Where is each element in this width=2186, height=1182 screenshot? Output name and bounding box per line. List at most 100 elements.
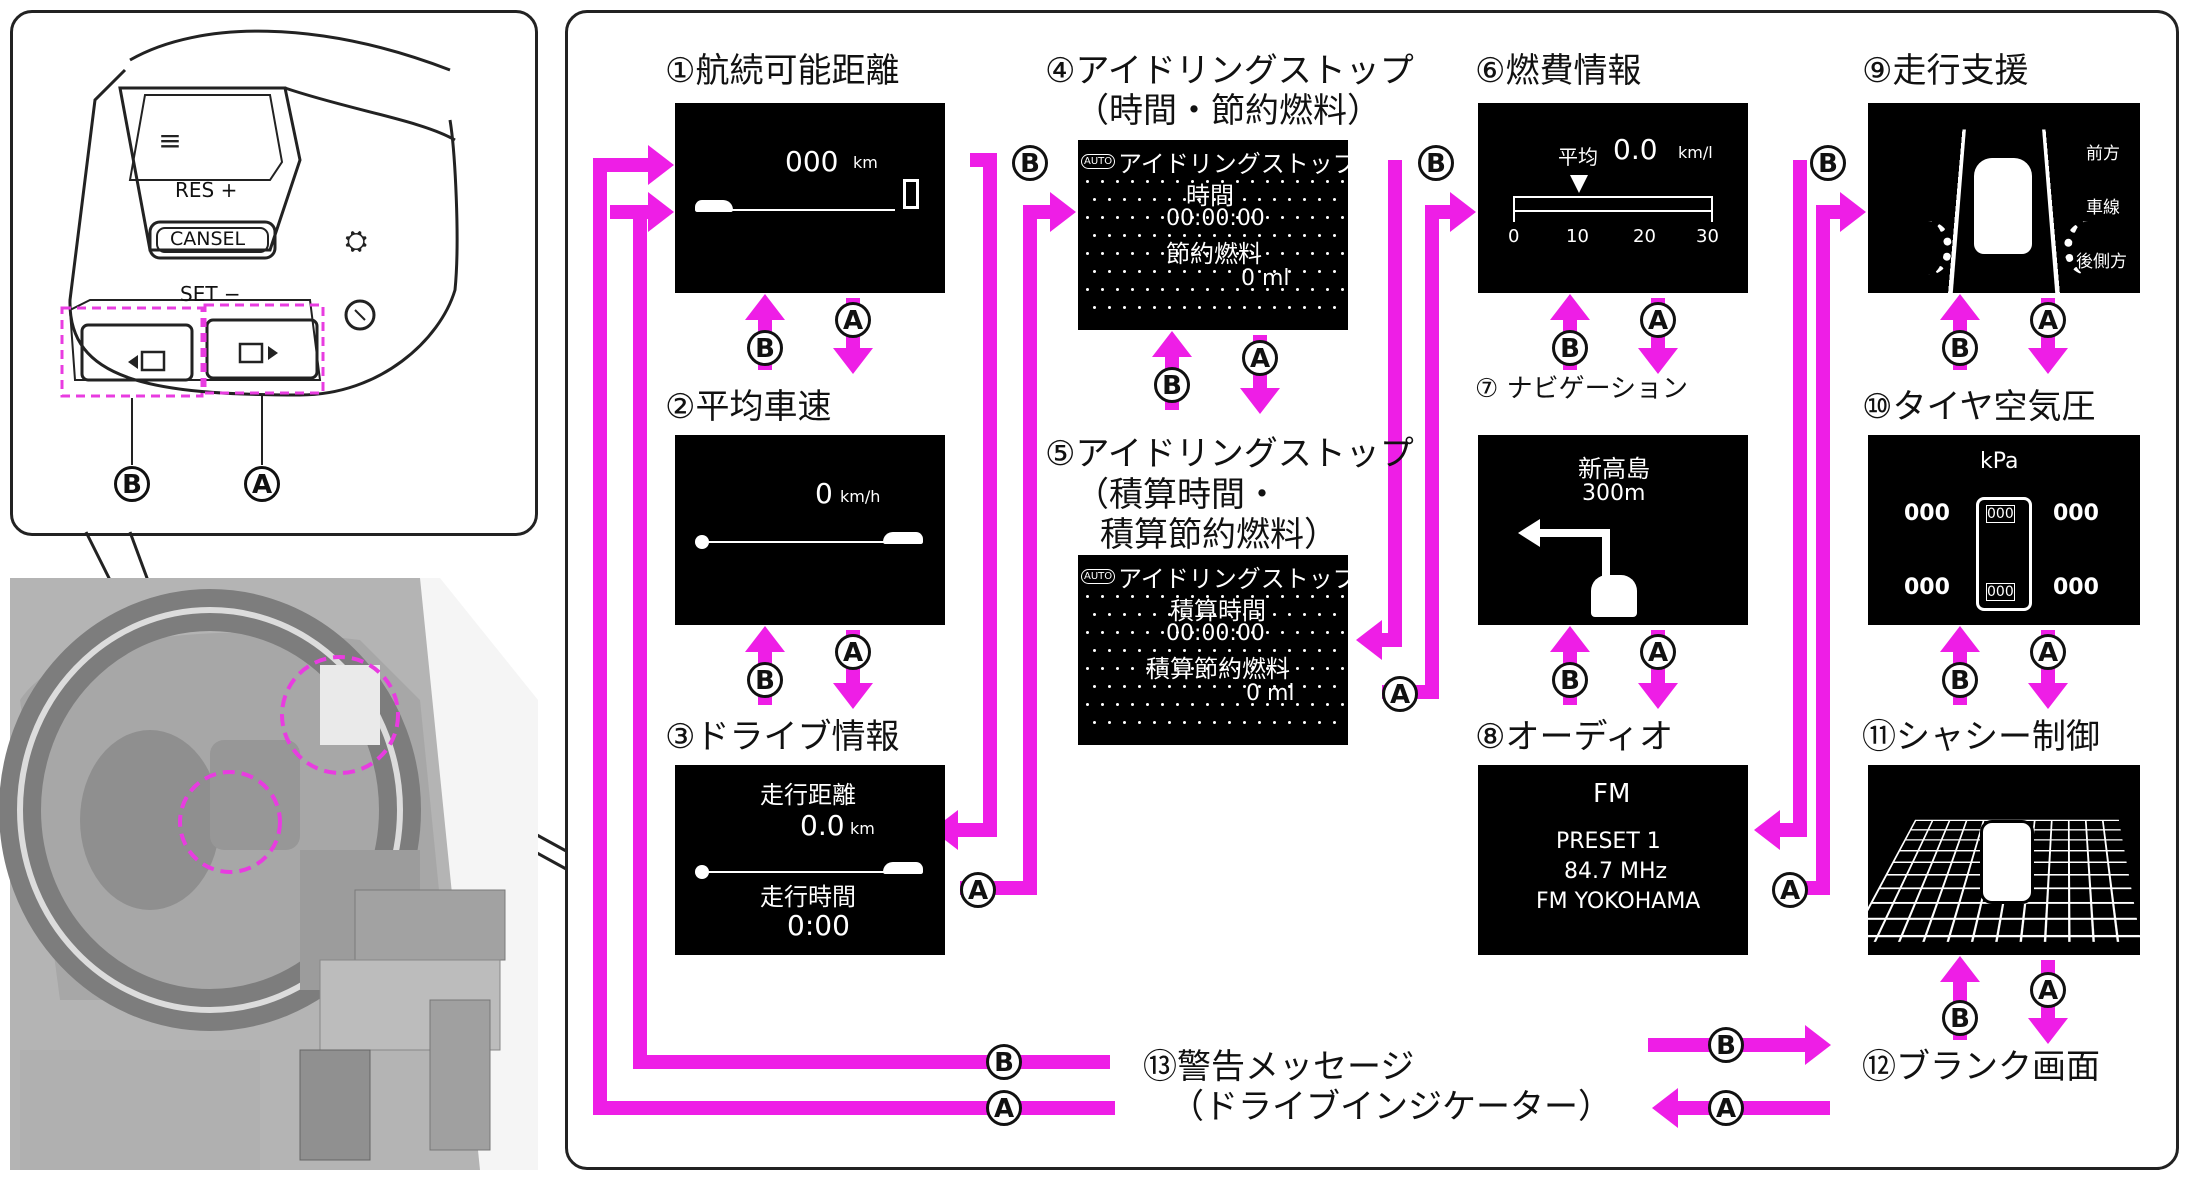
fuel-bar [1513, 196, 1713, 212]
pair-7-8-b-head [1550, 626, 1590, 652]
nav-distance: 300m [1582, 481, 1645, 506]
speed-line [703, 541, 903, 543]
range-value: 000 [785, 145, 838, 178]
fuel-bar-pointer [1570, 175, 1588, 193]
turn-arrow-head [1518, 519, 1540, 547]
flow-label-b-8: B [1552, 662, 1588, 698]
loop-b-3-4 [958, 160, 990, 830]
screen-audio: FM PRESET 1 84.7 MHz FM YOKOHAMA [1478, 765, 1748, 955]
flow-label-b-16: B [1012, 145, 1048, 181]
tick-20: 20 [1633, 226, 1656, 247]
loop-a-col1-head [648, 145, 674, 185]
flow-label-b-6: B [1552, 330, 1588, 366]
screen-chassis-control [1868, 765, 2140, 955]
pair-9-10-a-head [2028, 348, 2068, 374]
loop-a-5-6-head [1450, 192, 1476, 232]
pair-6-7-b-head [1550, 294, 1590, 320]
item6-title: ⑥燃費情報 [1475, 52, 1641, 91]
pair-11-12-b-head [1940, 956, 1980, 982]
flow-label-a-15: A [2030, 972, 2066, 1008]
tick-30: 30 [1696, 226, 1719, 247]
tire-rear-right: 000 [2053, 575, 2099, 600]
trip-time-value: 0:00 [787, 909, 850, 942]
tire-front-left: 000 [1904, 501, 1950, 526]
flow-label-a-23: A [986, 1090, 1022, 1126]
screen-drive-info: 走行距離 0.0 km 走行時間 0:00 [675, 765, 945, 955]
fuel-saved-value: 0 ml [1241, 266, 1290, 291]
car-icon [883, 532, 923, 544]
flow-label-a-9: A [1640, 634, 1676, 670]
pair-7-8-a-head [1638, 683, 1678, 709]
item1-title: ①航続可能距離 [665, 52, 899, 91]
audio-band: FM [1593, 779, 1630, 809]
sensor-lane: 車線 [2086, 193, 2120, 218]
avg-speed-unit: km/h [840, 487, 880, 506]
avg-speed-value: 0 [815, 477, 833, 510]
trip-line [703, 871, 903, 873]
item5-title: ⑤アイドリングストップ [1045, 435, 1414, 474]
item2-title: ②平均車速 [665, 388, 831, 427]
tick-10: 10 [1566, 226, 1589, 247]
loop-a-3-4-head [1050, 192, 1076, 232]
total-fuel-label: 積算節約燃料 [1146, 649, 1290, 684]
tire-center-rear: 000 [1986, 583, 2015, 601]
item5-subtitle2: 積算節約燃料） [1100, 516, 1338, 555]
car-icon [883, 862, 923, 874]
flow-label-a-1: A [835, 302, 871, 338]
item9-title: ⑨走行支援 [1862, 52, 2028, 91]
item11-title: ⑪シャシー制御 [1862, 718, 2100, 757]
fuel-economy-value: 0.0 [1613, 133, 1658, 166]
flow-label-b-18: B [1418, 145, 1454, 181]
loop-b-col1-head [648, 192, 674, 232]
flow-label-b-4: B [1154, 367, 1190, 403]
item13-title: ⑬警告メッセージ [1143, 1048, 1414, 1087]
flow-label-a-11: A [2030, 302, 2066, 338]
pair-4-5-b-head [1152, 331, 1192, 357]
b-13-12-head [1805, 1025, 1831, 1065]
screen-avg-speed: 0 km/h [675, 435, 945, 625]
auto-icon: AUTO [1081, 154, 1115, 169]
flow-label-b-12: B [1942, 662, 1978, 698]
range-line [725, 209, 895, 211]
item4-title: ④アイドリングストップ [1045, 52, 1414, 91]
flow-label-b-10: B [1942, 330, 1978, 366]
car-icon [695, 200, 733, 212]
idle-stop-head: アイドリングストップ [1118, 144, 1348, 179]
screen-tire-pressure: kPa 000 000 000 000 000 000 [1868, 435, 2140, 625]
flow-label-a-25: A [1708, 1090, 1744, 1126]
pair-11-12-a-head [2028, 1018, 2068, 1044]
item13-subtitle: （ドライブインジケーター） [1170, 1088, 1612, 1127]
fuel-economy-unit: km/l [1678, 143, 1713, 162]
trip-distance-label: 走行距離 [760, 775, 856, 810]
sensor-front: 前方 [2086, 139, 2120, 164]
flow-label-b-20: B [1810, 145, 1846, 181]
item7-title: ⑦ ナビゲーション [1475, 375, 1688, 405]
flow-label-a-17: A [960, 872, 996, 908]
screen-navigation: 新高島 300m [1478, 435, 1748, 625]
pair-1-2-a-head [833, 348, 873, 374]
flow-label-a-13: A [2030, 634, 2066, 670]
loop-a-8-9 [1780, 212, 1840, 888]
pair-1-2-b-head [745, 294, 785, 320]
loop-b-8-9 [1780, 160, 1800, 830]
avg-label: 平均 [1558, 141, 1598, 170]
sensor-rear-side: 後側方 [2076, 247, 2127, 272]
tire-unit: kPa [1980, 449, 2019, 474]
flow-label-a-19: A [1382, 676, 1418, 712]
trip-distance-unit: km [850, 819, 875, 838]
trip-distance-value: 0.0 [800, 809, 845, 842]
trip-time-label: 走行時間 [760, 877, 856, 912]
fuel-pump-icon [903, 179, 919, 209]
tire-rear-left: 000 [1904, 575, 1950, 600]
audio-station: FM YOKOHAMA [1536, 889, 1700, 914]
screen-drive-assist: 前方 車線 後側方 [1868, 103, 2140, 293]
pair-2-3-a-head [833, 683, 873, 709]
car-icon [1980, 820, 2034, 904]
loop-a-8-9-head [1840, 192, 1866, 232]
pair-4-5-a-head [1240, 388, 1280, 414]
flow-label-a-7: A [1640, 302, 1676, 338]
flow-label-b-14: B [1942, 1000, 1978, 1036]
screen-idle-stop-total: AUTO アイドリングストップ 積算時間 00:00:00 積算節約燃料 0 m… [1078, 555, 1348, 745]
start-dot [695, 535, 709, 549]
flow-label-a-3: A [835, 634, 871, 670]
